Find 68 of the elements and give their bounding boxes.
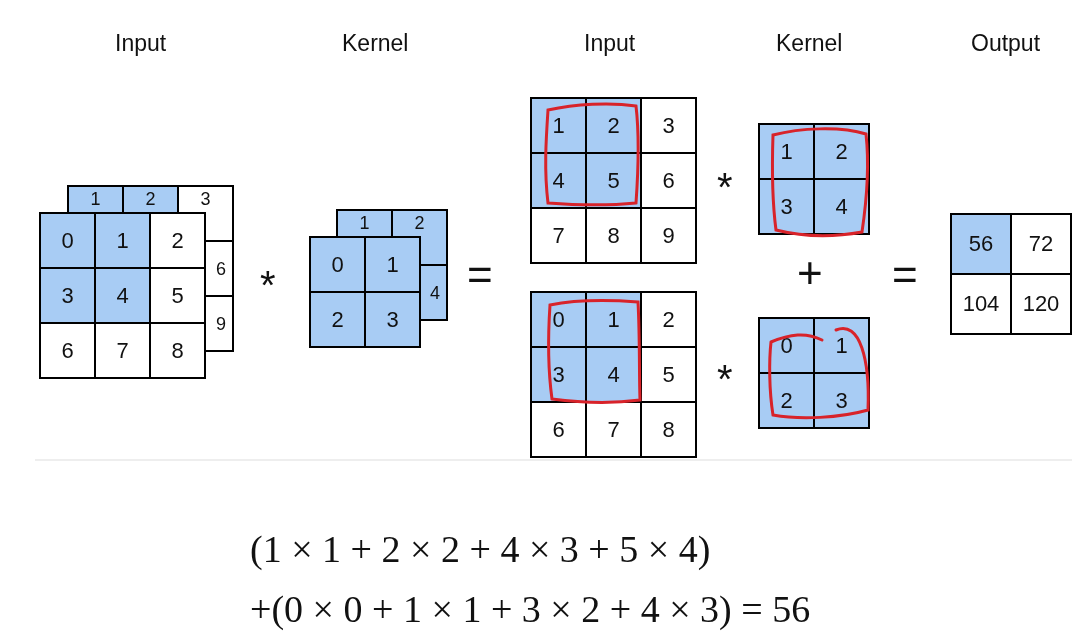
matrix-cell: 8: [151, 324, 204, 377]
matrix-cell: 1: [760, 125, 813, 178]
matrix-cell: 2: [642, 293, 695, 346]
matrix-cell: 0: [760, 319, 813, 372]
matrix-cell: 72: [1012, 215, 1070, 273]
matrix-grid: [530, 97, 697, 264]
matrix-cell: 4: [587, 348, 640, 401]
matrix-cell: 8: [642, 403, 695, 456]
matrix-cell: 2: [815, 125, 868, 178]
matrix-cell: 1: [336, 209, 393, 236]
matrix-cell: 1: [96, 214, 149, 267]
matrix-cell: 3: [642, 99, 695, 152]
matrix-cell: 120: [1012, 275, 1070, 333]
matrix-cell: 0: [532, 293, 585, 346]
matrix-grid: [758, 123, 870, 235]
matrix-cell: 2: [122, 185, 179, 212]
matrix-cell: 56: [952, 215, 1010, 273]
operator-symbol: =: [467, 250, 493, 301]
matrix-grid: [309, 236, 421, 348]
matrix-grid: [39, 212, 206, 379]
column-heading: Input: [584, 30, 636, 57]
matrix-cell: 0: [311, 238, 364, 291]
matrix-cell: 0: [41, 214, 94, 267]
operator-symbol: *: [717, 164, 733, 210]
matrix-cell: 3: [760, 180, 813, 233]
matrix-cell: 6: [41, 324, 94, 377]
operator-symbol: *: [717, 356, 733, 402]
matrix-cell: 3: [815, 374, 868, 427]
matrix-cell: 7: [532, 209, 585, 262]
matrix-cell: 9: [206, 295, 234, 352]
matrix-cell: 9: [642, 209, 695, 262]
matrix-cell: 3: [177, 185, 234, 212]
column-heading: Input: [115, 30, 167, 57]
matrix-cell: 2: [311, 293, 364, 346]
column-heading: Kernel: [342, 30, 409, 57]
matrix-cell: 4: [96, 269, 149, 322]
matrix-cell: 1: [67, 185, 124, 212]
matrix-cell: 4: [532, 154, 585, 207]
matrix-cell: 1: [366, 238, 419, 291]
matrix-cell: 1: [815, 319, 868, 372]
matrix-grid: [950, 213, 1072, 335]
operator-symbol: =: [892, 250, 918, 301]
matrix-cell: 4: [421, 264, 448, 321]
matrix-cell: 3: [532, 348, 585, 401]
matrix-grid: [758, 317, 870, 429]
matrix-cell: 7: [587, 403, 640, 456]
matrix-cell: 3: [41, 269, 94, 322]
column-heading: Kernel: [776, 30, 843, 57]
operator-symbol: *: [260, 262, 276, 308]
matrix-cell: 1: [532, 99, 585, 152]
matrix-cell: 5: [642, 348, 695, 401]
matrix-cell: 5: [151, 269, 204, 322]
matrix-cell: 3: [366, 293, 419, 346]
matrix-cell: 8: [587, 209, 640, 262]
matrix-cell: 2: [151, 214, 204, 267]
matrix-cell: 7: [96, 324, 149, 377]
operator-symbol: +: [797, 248, 823, 299]
column-heading: Output: [971, 30, 1041, 57]
matrix-cell: 104: [952, 275, 1010, 333]
matrix-cell: 2: [391, 209, 448, 236]
equation-line: (1 × 1 + 2 × 2 + 4 × 3 + 5 × 4): [250, 528, 711, 572]
matrix-cell: 5: [587, 154, 640, 207]
matrix-cell: 4: [815, 180, 868, 233]
matrix-cell: 6: [532, 403, 585, 456]
matrix-grid: [530, 291, 697, 458]
matrix-cell: 6: [642, 154, 695, 207]
matrix-cell: 2: [760, 374, 813, 427]
equation-line: +(0 × 0 + 1 × 1 + 3 × 2 + 4 × 3) = 56: [250, 588, 811, 632]
